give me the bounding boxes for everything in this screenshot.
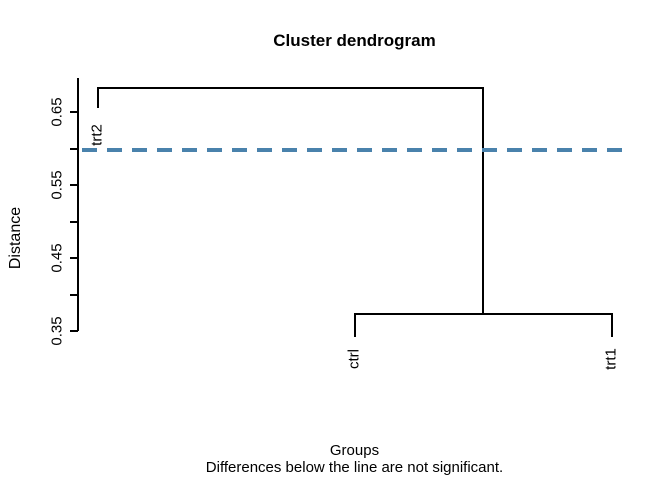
dendrogram-segment-right-branch [482,87,484,314]
dendrogram-segment-ctrl-leaf [354,313,356,337]
dendrogram-segment-trt2-leaf [97,87,99,108]
x-axis-title: Groups [329,442,380,459]
dendrogram-segment-trt1-leaf [611,313,613,337]
y-axis-title: Distance [7,206,24,270]
y-tick-label-0.45: 0.45 [48,243,66,273]
y-tick-0.65 [70,111,78,113]
y-tick-0.55 [70,184,78,186]
leaf-label-trt1: trt1 [602,348,620,370]
leaf-label-trt2: trt2 [88,124,106,146]
y-tick-0.35 [70,330,78,332]
y-tick-label-0.65: 0.65 [48,97,66,127]
y-tick-label-0.55: 0.55 [48,170,66,200]
plot-title: Cluster dendrogram [273,31,436,50]
dendrogram-segment-top-merge [98,87,483,89]
y-tick-0.40 [70,294,78,296]
significance-threshold-line [82,148,631,152]
subtitle-caption: Differences below the line are not signi… [205,459,504,476]
y-tick-0.45 [70,257,78,259]
leaf-label-ctrl: ctrl [345,349,363,369]
y-axis-line [77,78,79,331]
y-tick-0.60 [70,148,78,150]
y-tick-0.50 [70,221,78,223]
dendrogram-segment-bottom-merge [355,313,613,315]
y-tick-label-0.35: 0.35 [48,316,66,346]
